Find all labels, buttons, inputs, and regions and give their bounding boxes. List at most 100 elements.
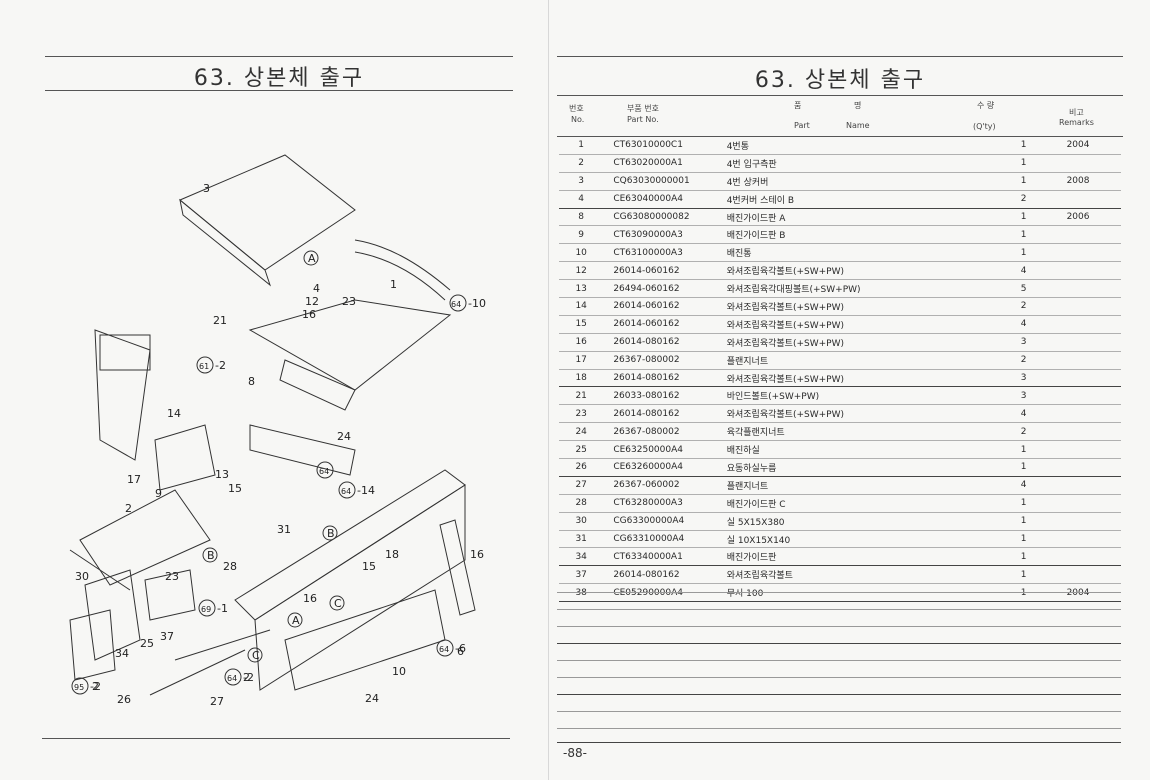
bottom-rule	[42, 738, 510, 739]
part-number-index: 23	[559, 404, 604, 424]
blank-row-rule	[557, 694, 1121, 695]
callout-number: 64	[341, 487, 351, 496]
part-code: 26494-060162	[603, 279, 722, 299]
part-remarks	[1066, 225, 1121, 245]
part-remarks	[1066, 422, 1121, 442]
part-name: 배진통	[721, 243, 981, 263]
part-name: 바인드볼트(+SW+PW)	[721, 386, 981, 406]
callout-number: 95	[74, 683, 84, 692]
header-qty-en: (Q'ty)	[973, 122, 996, 131]
label: 15	[228, 482, 242, 495]
label: -2	[90, 680, 101, 693]
label: 4	[313, 282, 320, 295]
part-code: 26014-080162	[603, 565, 722, 585]
part-quantity: 4	[980, 476, 1067, 495]
part-name: 와셔조립육각볼트(+SW+PW)	[721, 297, 981, 316]
part-remarks	[1066, 369, 1121, 388]
title-rule-top	[557, 56, 1123, 57]
right-page-title: 63. 상본체 출구	[754, 68, 926, 93]
part-quantity: 2	[980, 422, 1067, 442]
part-number-index: 3	[559, 172, 604, 191]
callout-letter: C	[334, 597, 342, 610]
callout-number: 64	[227, 674, 237, 683]
label: 18	[385, 548, 399, 561]
label: 10	[392, 665, 406, 678]
label: 21	[213, 314, 227, 327]
label: 2	[92, 680, 99, 693]
part-name: 4번 상커버	[721, 172, 981, 191]
label: 12	[305, 295, 319, 308]
callout-64	[338, 481, 356, 499]
part-name: 와셔조립육각볼트	[721, 565, 981, 585]
part-remarks	[1066, 494, 1121, 513]
part-remarks	[1066, 440, 1121, 460]
label: 3	[203, 182, 210, 195]
part-left-housing-top	[99, 334, 151, 371]
part-name: 4번 입구측판	[721, 154, 981, 173]
part-remarks	[1066, 333, 1121, 352]
part-remarks	[1066, 315, 1121, 334]
part-remarks	[1066, 351, 1121, 370]
part-quantity: 2	[980, 190, 1067, 209]
callout-64	[224, 668, 242, 686]
title-rule-bottom	[557, 95, 1123, 96]
part-quantity: 2	[980, 297, 1067, 316]
label: 24	[337, 430, 351, 443]
part-guide-plate-a	[248, 299, 452, 391]
part-number-index: 2	[559, 154, 604, 173]
part-code: 26367-080002	[603, 351, 722, 370]
callout-b	[202, 547, 218, 563]
callout-number: 61	[199, 362, 209, 371]
part-code: 26367-080002	[603, 422, 722, 442]
part-quantity: 1	[980, 530, 1067, 549]
header-no-en: No.	[571, 115, 585, 124]
label: 31	[277, 523, 291, 536]
callout-95	[71, 677, 89, 695]
part-remarks: 2006	[1066, 208, 1121, 227]
part-name: 육각플랜지너트	[721, 422, 981, 442]
part-top-cover	[179, 154, 356, 271]
part-name: 와셔조립육각볼트(+SW+PW)	[721, 261, 981, 281]
part-number-index: 12	[559, 261, 604, 281]
part-code: 26014-080162	[603, 333, 722, 352]
label: 14	[167, 407, 181, 420]
callout-c	[247, 647, 263, 663]
part-remarks	[1066, 476, 1121, 495]
part-name: 플랜지너트	[721, 476, 981, 495]
part-rod	[174, 629, 271, 661]
part-name: 4번커버 스테이 B	[721, 190, 981, 209]
part-code: CG63310000A4	[603, 530, 722, 549]
callout-letter: A	[292, 614, 300, 627]
part-number-index: 24	[559, 422, 604, 442]
header-qty-kr: 수 량	[977, 101, 995, 110]
part-name: 플랜지너트	[721, 351, 981, 370]
header-name-en2: Name	[846, 121, 870, 130]
label: 9	[155, 487, 162, 500]
header-no-kr: 번호	[569, 104, 584, 113]
part-code: CE63040000A4	[603, 190, 722, 209]
label: -6	[455, 642, 466, 655]
part-code: 26367-060002	[603, 476, 722, 495]
part-number-index: 8	[559, 208, 604, 227]
part-remarks	[1066, 565, 1121, 585]
part-name: 실 5X15X380	[721, 512, 981, 531]
callout-b	[322, 525, 338, 541]
part-remarks	[1066, 190, 1121, 209]
part-pipe	[354, 239, 451, 291]
callout-69	[198, 599, 216, 617]
label: 17	[127, 473, 141, 486]
blank-row-rule	[557, 728, 1121, 729]
part-quantity: 3	[980, 386, 1067, 406]
callout-a	[303, 250, 319, 266]
part-number-index: 30	[559, 512, 604, 531]
label: 16	[303, 592, 317, 605]
